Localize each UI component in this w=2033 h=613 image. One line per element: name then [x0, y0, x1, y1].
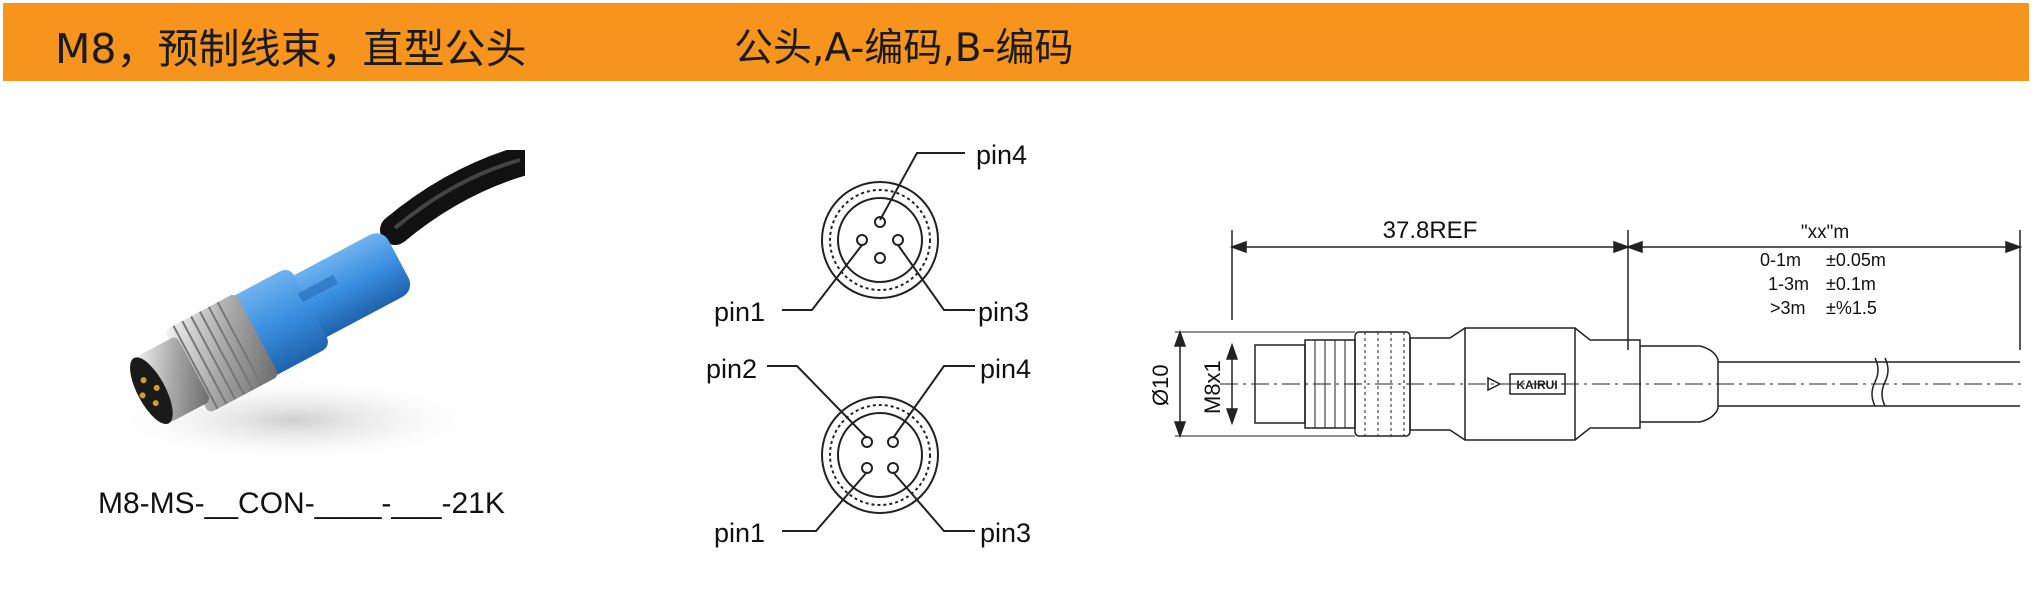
- pin-diagram: pin4 pin1 pin3 pin2 pin4 pin1 pin3: [706, 140, 1031, 548]
- tol-value-1: ±0.05m: [1826, 250, 1886, 270]
- brand-mark: KAIRUI: [1516, 378, 1557, 392]
- b-pin4-label: pin4: [980, 354, 1031, 384]
- coding-subtitle: 公头,A-编码,B-编码: [734, 26, 1074, 71]
- tol-range-1: 0-1m: [1760, 250, 1801, 270]
- tol-range-2: 1-3m: [1768, 274, 1809, 294]
- dimension-drawing: KAIRUI 37.8REF "xx"m 0-1m ±0.05m 1-3m ±0…: [1148, 217, 2025, 441]
- tol-range-3: >3m: [1770, 298, 1806, 318]
- b-coded-face: [767, 365, 975, 532]
- tol-value-2: ±0.1m: [1826, 274, 1876, 294]
- thread-label: M8x1: [1200, 360, 1225, 414]
- break-mark-1: [1871, 357, 1879, 407]
- cable-length-label: "xx"m: [1801, 222, 1849, 243]
- a-pin3-label: pin3: [978, 297, 1029, 327]
- a-pin1-label: pin1: [714, 297, 765, 327]
- order-code: M8-MS-__CON-____-___-21K: [98, 487, 505, 520]
- tol-value-3: ±%1.5: [1826, 298, 1877, 318]
- outer-diameter-label: Ø10: [1148, 364, 1173, 406]
- product-photo: [95, 150, 525, 465]
- break-mark-2: [1881, 357, 1889, 407]
- cable-jacket: [380, 150, 525, 245]
- a-coded-face: [782, 152, 975, 311]
- header-banner: M8，预制线束，直型公头 公头,A-编码,B-编码: [3, 3, 2029, 81]
- connector-body: [130, 233, 411, 425]
- cable-highlight: [393, 158, 521, 230]
- brand-plate: [1509, 373, 1566, 395]
- page-title: M8，预制线束，直型公头: [55, 25, 527, 73]
- tolerance-table: 0-1m ±0.05m 1-3m ±0.1m >3m ±%1.5: [1760, 250, 1886, 318]
- length-ref-label: 37.8REF: [1383, 217, 1478, 244]
- b-pin1-label: pin1: [714, 518, 765, 548]
- a-pin4-label: pin4: [976, 140, 1027, 170]
- b-pin3-label: pin3: [980, 518, 1031, 548]
- b-pin2-label: pin2: [706, 354, 757, 384]
